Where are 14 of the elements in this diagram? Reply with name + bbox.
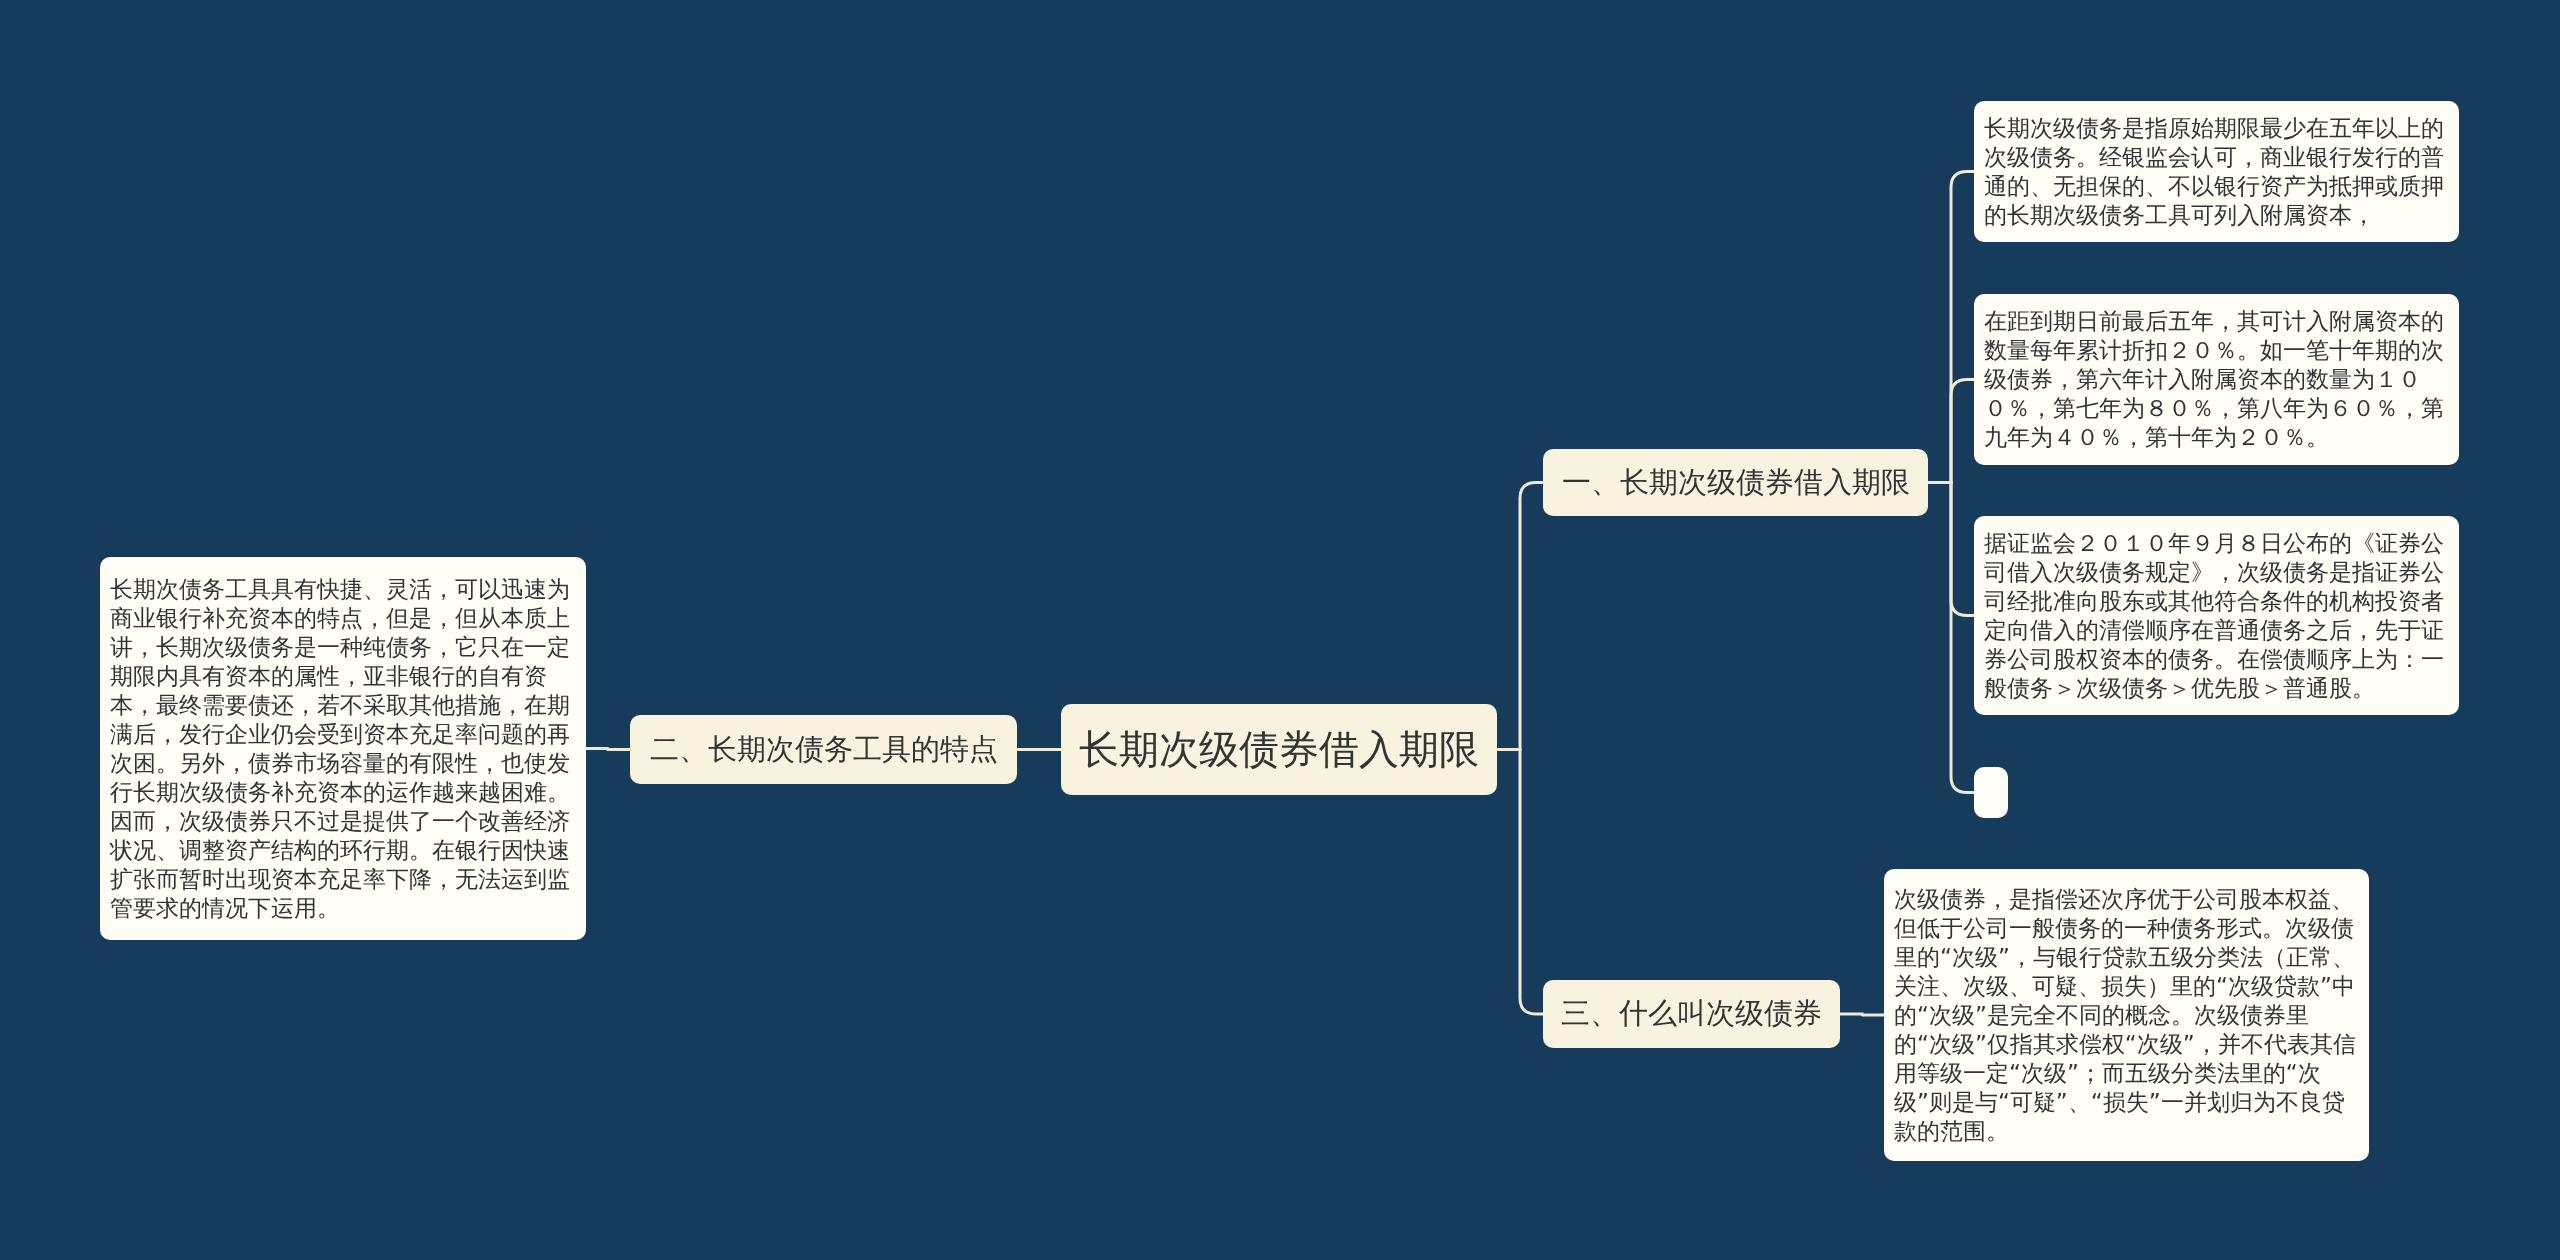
empty-card	[1974, 767, 2008, 818]
topic-box: 一、长期次级债券借入期限	[1543, 449, 1928, 516]
text-card: 长期次债务工具具有快捷、灵活，可以迅速为商业银行补充资本的特点，但是，但从本质上讲，长期次级债务是一种纯债务，它只在一定期限内具有资本的属性，亚非银行的自有资本，最终需要债还，若不采取其他措施，在期满后，发行企业仍会受到资本充足率问题的再次困。另外，债券市场容量的有限性，也使发行长期次级债务补充资本的运作越来越困难。因而，次级债券只不过是提供了一个改善经济状况、调整资产结构的环行期。在银行因快速扩张而暂时出现资本充足率下降，无法运到监管要求的情况下运用。	[100, 557, 586, 940]
text-card: 次级债券，是指偿还次序优于公司股本权益、但低于公司一般债务的一种债务形式。次级债里的“次级”，与银行贷款五级分类法（正常、关注、次级、可疑、损失）里的“次级贷款”中的“次级”是完全不同的概念。次级债券里的“次级”仅指其求偿权“次级”，并不代表其信用等级一定“次级”；而五级分类法里的“次级”则是与“可疑”、“损失”一并划归为不良贷款的范围。	[1884, 869, 2369, 1161]
topic-box: 三、什么叫次级债券	[1543, 980, 1840, 1048]
central-topic-box: 长期次级债券借入期限	[1061, 704, 1497, 795]
connector-line	[586, 747, 630, 751]
connector-line	[1497, 748, 1543, 1016]
text-card: 据证监会２０１０年９月８日公布的《证券公司借入次级债务规定》，次级债务是指证券公司经批准向股东或其他符合条件的机构投资者定向借入的清偿顺序在普通债务之后，先于证券公司股权资本的债务。在偿债顺序上为：一般债务＞次级债务＞优先股＞普通股。	[1974, 516, 2459, 715]
connector-line	[1840, 1012, 1884, 1017]
text-card: 在距到期日前最后五年，其可计入附属资本的数量每年累计折扣２０％。如一笔十年期的次级债券，第六年计入附属资本的数量为１００％，第七年为８０％，第八年为６０％，第九年为４０％，第十年为２０％。	[1974, 294, 2459, 465]
text-card: 长期次级债务是指原始期限最少在五年以上的次级债务。经银监会认可，商业银行发行的普通的、无担保的、不以银行资产为抵押或质押的长期次级债务工具可列入附属资本，	[1974, 101, 2459, 242]
topic-box: 二、长期次债务工具的特点	[630, 715, 1017, 784]
connector-line	[1017, 748, 1061, 751]
